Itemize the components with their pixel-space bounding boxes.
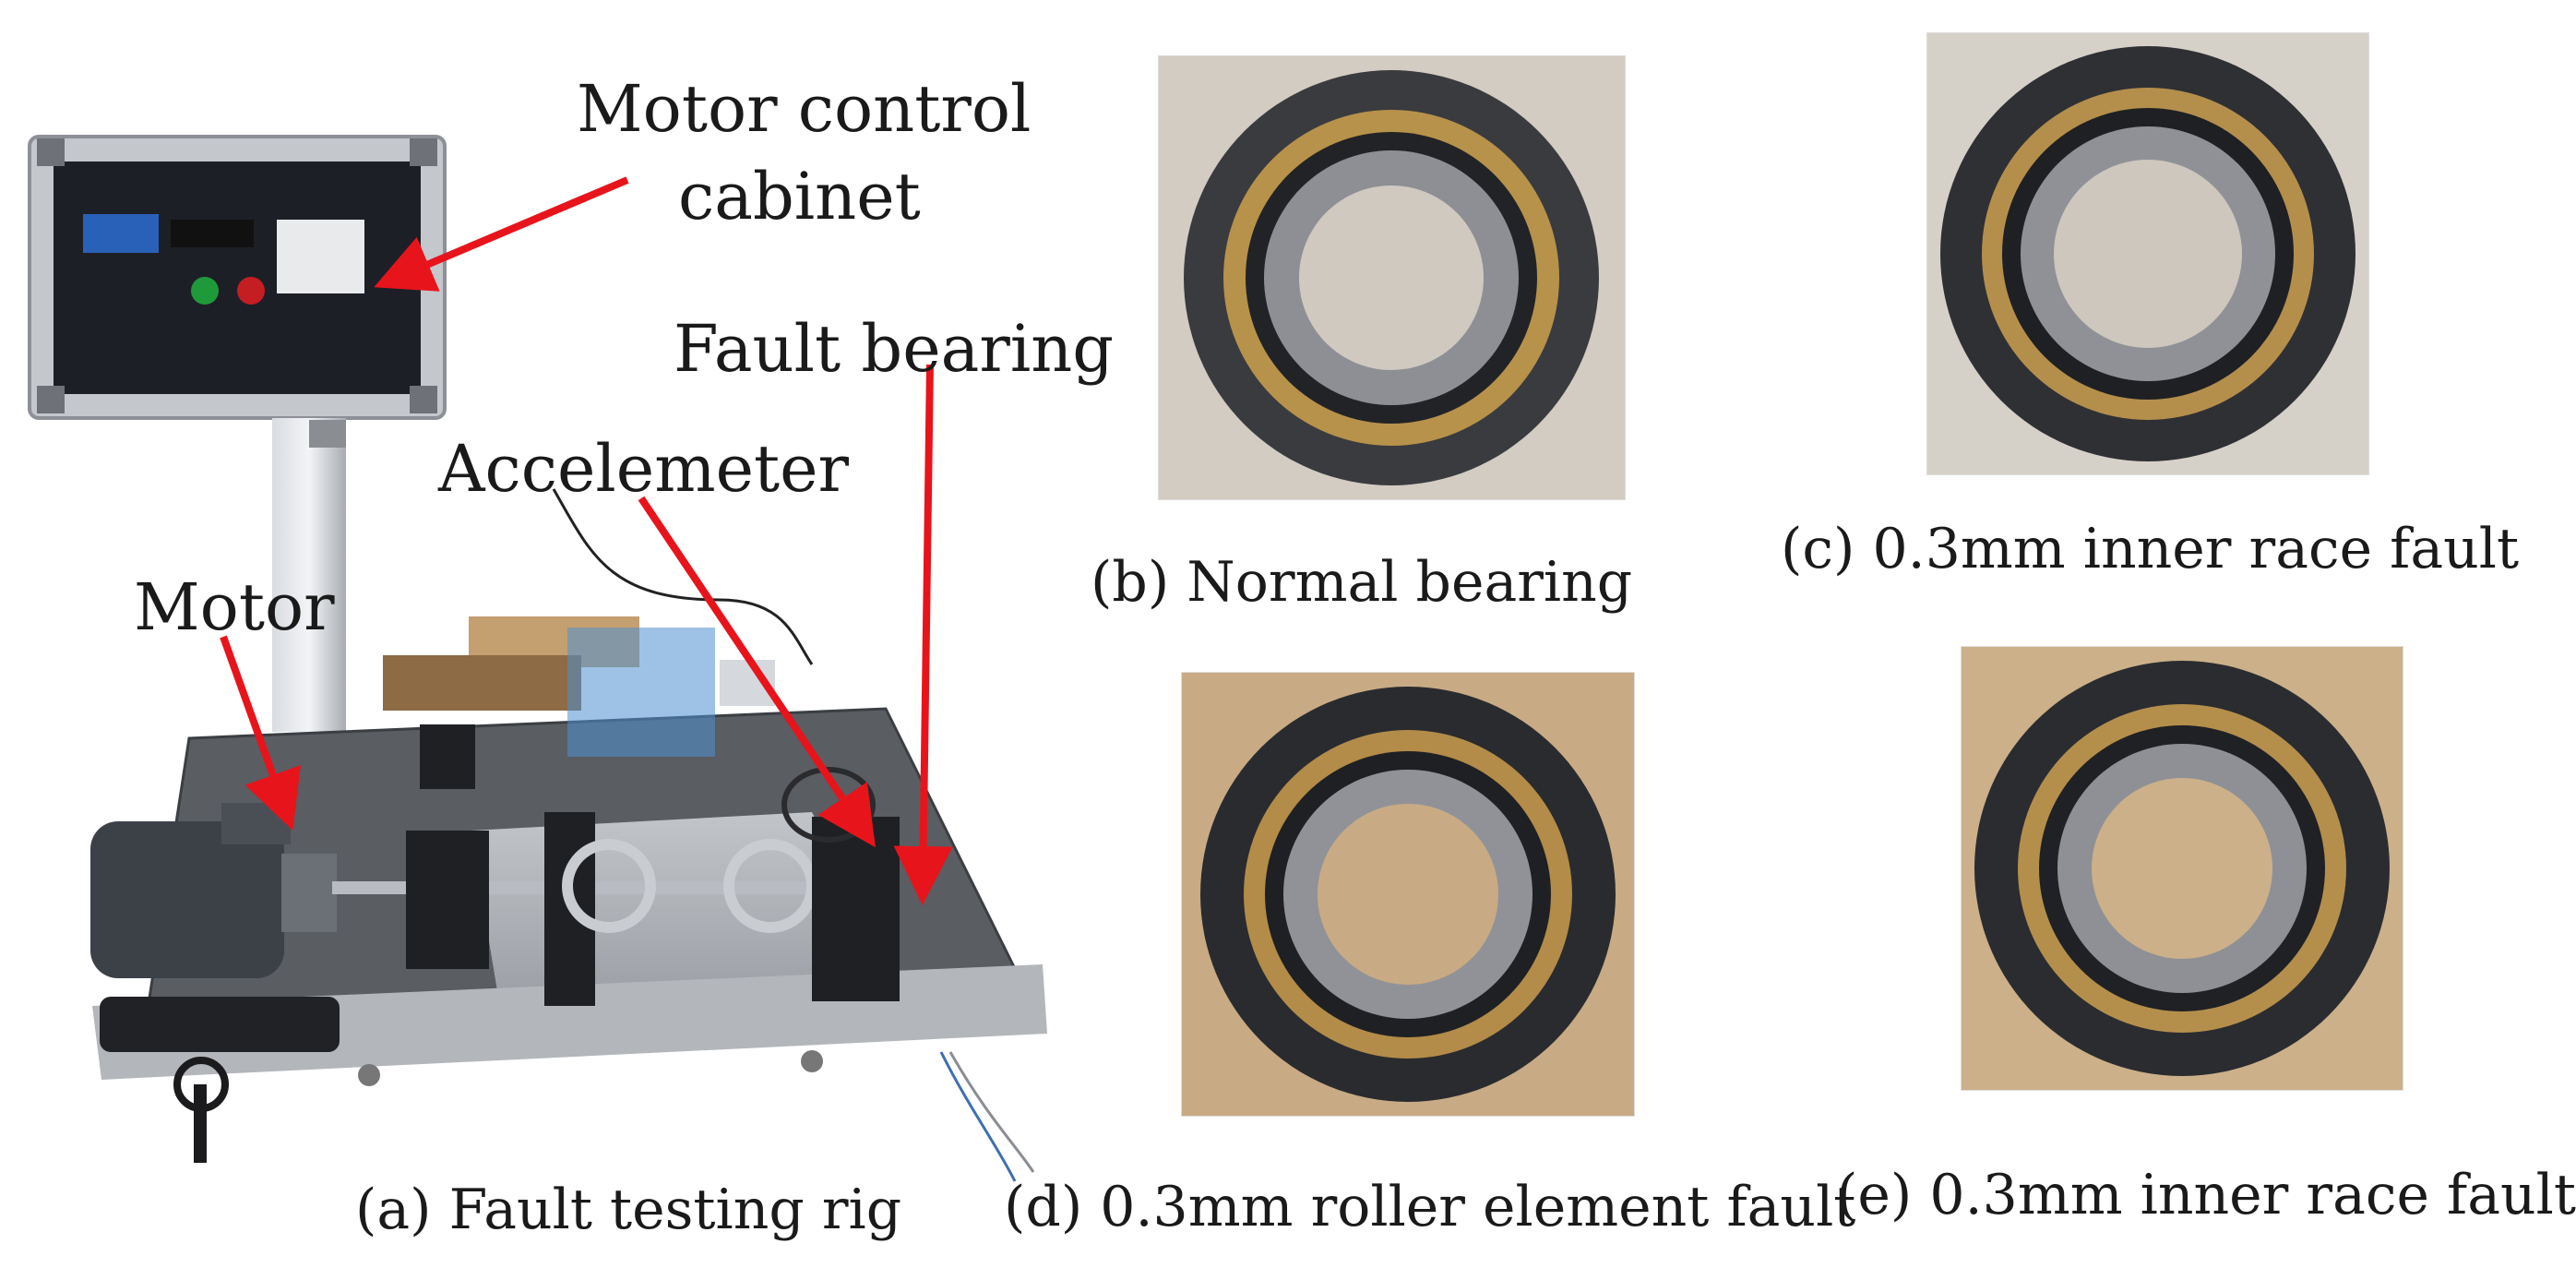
cabinet-label-line1: Motor control [577,71,1032,147]
caption-b: (b) Normal bearing [1091,550,1633,615]
motor-label: Motor [134,569,335,645]
inner-race-fault-bearing-photo-e [1961,646,2403,1091]
shaft-assembly [332,660,900,1006]
annotation-arrows [220,176,953,905]
roller-element-fault-bearing-photo [1181,672,1635,1117]
caption-e: (e) 0.3mm inner race fault [1836,1163,2576,1227]
caption-a: (a) Fault testing rig [355,1178,902,1242]
fault-bearing-label: Fault bearing [674,311,1115,387]
motor-control-cabinet [28,135,447,420]
motor [90,803,337,978]
caption-d: (d) 0.3mm roller element fault [1004,1175,1856,1239]
inner-race-fault-bearing-photo-c [1926,32,2369,475]
normal-bearing-photo [1158,55,1626,500]
cabinet-pole [272,418,346,732]
cabinet-label-line2: cabinet [678,159,921,234]
shaft-cover [567,628,715,757]
caption-c: (c) 0.3mm inner race fault [1781,517,2520,581]
accelerometer-label: Accelemeter [438,431,850,507]
fault-testing-rig-photo [0,0,1052,1268]
